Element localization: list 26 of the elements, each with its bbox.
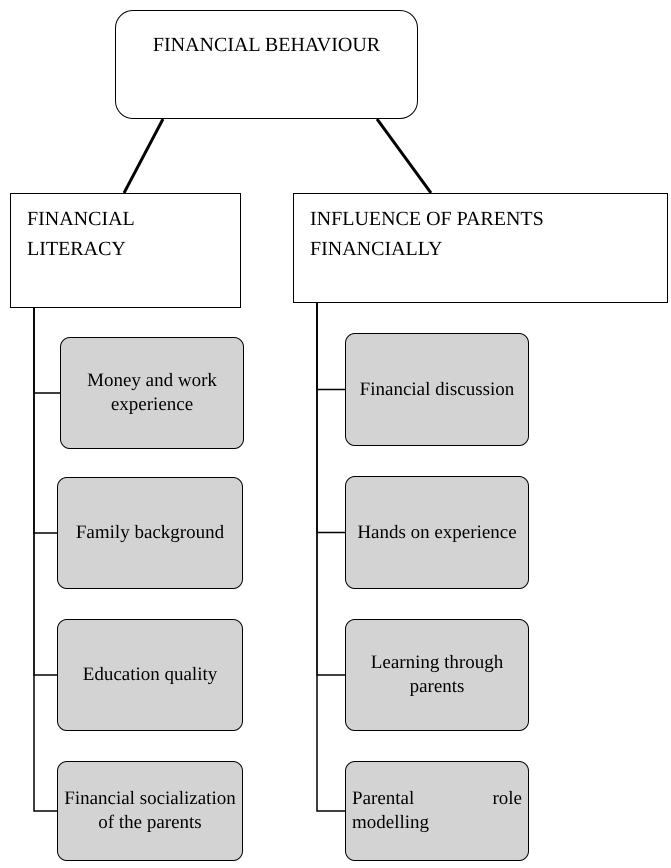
rounded-box <box>60 337 244 449</box>
connector-line <box>122 118 164 194</box>
rounded-box <box>57 477 243 589</box>
rounded-box <box>57 761 243 861</box>
category-box <box>10 193 241 308</box>
node-label: Parental role modelling <box>352 787 522 835</box>
node-label: INFLUENCE OF PARENTS FINANCIALLY <box>310 207 545 262</box>
node-label: Family background <box>74 521 226 545</box>
connector-line <box>33 308 57 812</box>
connector-line <box>316 303 345 812</box>
rounded-box <box>57 619 243 731</box>
category-box <box>293 193 668 303</box>
rounded-box <box>115 10 418 119</box>
node-label: Education quality <box>82 663 218 687</box>
node-label: Hands on experience <box>356 520 518 544</box>
rounded-box <box>345 476 529 589</box>
node-label: Money and work experience <box>86 369 218 417</box>
node-label: Financial discussion <box>358 378 516 402</box>
rounded-box <box>345 333 529 446</box>
rounded-box <box>345 619 529 731</box>
rounded-box <box>345 761 529 861</box>
node-label: FINANCIAL BEHAVIOUR <box>152 33 382 58</box>
connector-line <box>376 118 432 194</box>
node-label: Learning through parents <box>370 651 504 699</box>
node-label: FINANCIAL LITERACY <box>27 207 136 262</box>
node-label: Financial socialization of the parents <box>64 787 236 835</box>
